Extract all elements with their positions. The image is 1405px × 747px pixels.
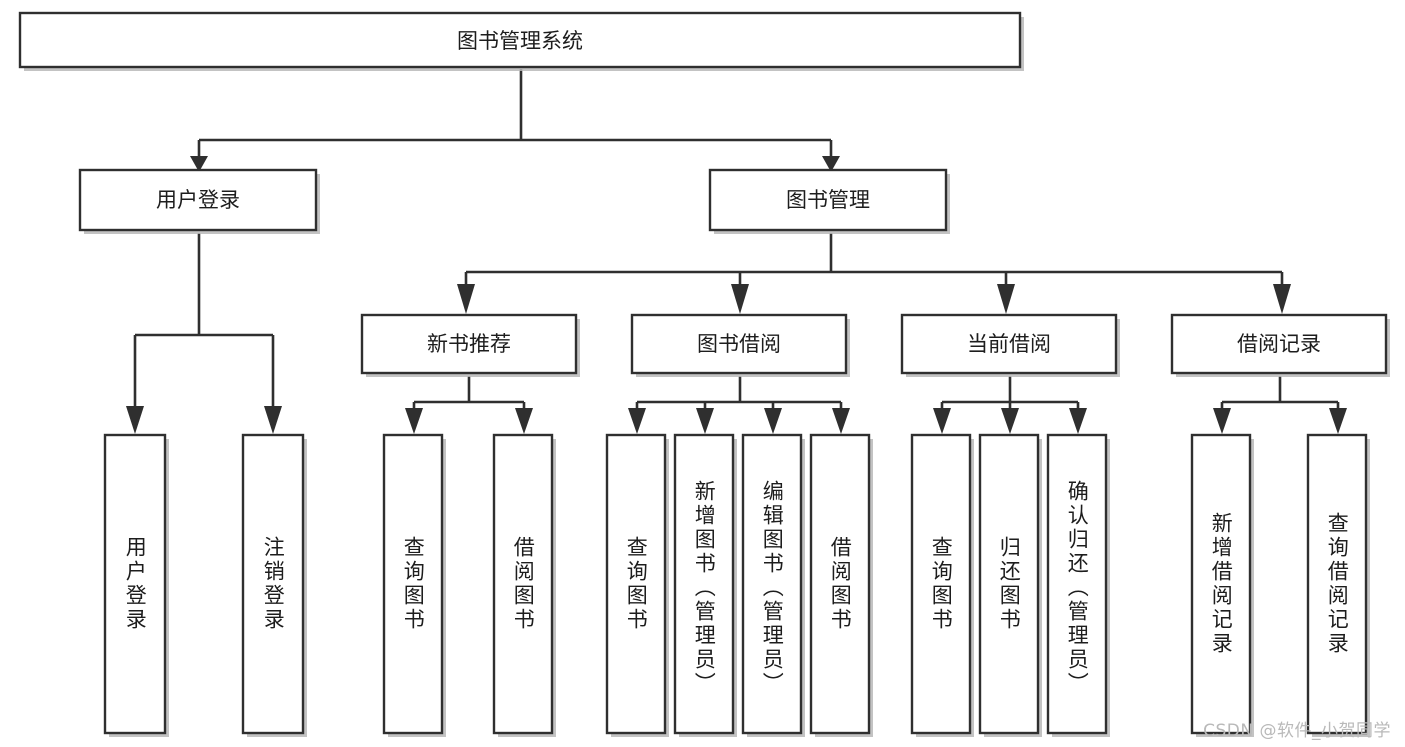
node-book-borrow-label: 图书借阅 [697, 332, 781, 356]
arrow-head-leaf-record-add [1213, 408, 1231, 434]
arrow-head-leaf-rec-query-book [405, 408, 423, 434]
node-user-login[interactable]: 用户登录 [78, 168, 320, 234]
node-new-book-rec[interactable]: 新书推荐 [360, 313, 580, 377]
node-current-borrow-box[interactable] [900, 313, 1118, 375]
node-book-manage-box[interactable] [708, 168, 948, 232]
node-new-book-rec-label: 新书推荐 [427, 332, 511, 356]
connector-group [126, 69, 1347, 434]
arrow-head-leaf-borrow-edit-book [764, 408, 782, 434]
leaf-node-group [103, 433, 1370, 737]
leaf-borrow-edit-book-box[interactable] [741, 433, 803, 735]
node-borrow-record[interactable]: 借阅记录 [1170, 313, 1390, 377]
arrow-head-borrow-record [1273, 284, 1291, 314]
arrow-head-leaf-user-login [126, 406, 144, 434]
node-book-borrow[interactable]: 图书借阅 [630, 313, 850, 377]
arrow-head-leaf-borrow-add-book [696, 408, 714, 434]
arrow-head-leaf-current-confirm-return [1069, 408, 1087, 434]
node-book-manage-label: 图书管理 [786, 188, 870, 212]
node-borrow-record-label: 借阅记录 [1237, 332, 1321, 356]
arrow-head-leaf-user-logout [264, 406, 282, 434]
leaf-current-query-book-box[interactable] [910, 433, 972, 735]
arrow-head-user-login [190, 156, 208, 172]
node-current-borrow[interactable]: 当前借阅 [900, 313, 1120, 377]
arrow-head-leaf-rec-borrow-book [515, 408, 533, 434]
leaf-borrow-add-book-box[interactable] [673, 433, 735, 735]
node-root-box[interactable] [18, 11, 1022, 69]
leaf-current-return-book-box[interactable] [978, 433, 1040, 735]
arrow-head-new-book-rec [457, 284, 475, 314]
leaf-record-query-box[interactable] [1306, 433, 1368, 735]
leaf-record-add-box[interactable] [1190, 433, 1252, 735]
arrow-head-leaf-current-query-book [933, 408, 951, 434]
node-book-manage[interactable]: 图书管理 [708, 168, 950, 234]
arrow-head-book-manage [822, 156, 840, 172]
leaf-borrow-query-book-box[interactable] [605, 433, 667, 735]
node-borrow-record-box[interactable] [1170, 313, 1388, 375]
leaf-current-confirm-return-box[interactable] [1046, 433, 1108, 735]
leaf-user-login-box[interactable] [103, 433, 167, 735]
arrow-head-leaf-borrow-borrow-book [832, 408, 850, 434]
node-user-login-label: 用户登录 [156, 188, 240, 212]
arrow-head-leaf-record-query [1329, 408, 1347, 434]
leaf-rec-borrow-book-box[interactable] [492, 433, 554, 735]
arrow-head-leaf-current-return-book [1001, 408, 1019, 434]
node-new-book-rec-box[interactable] [360, 313, 578, 375]
arrow-head-current-borrow [997, 284, 1015, 314]
arrow-head-leaf-borrow-query-book [628, 408, 646, 434]
node-root[interactable]: 图书管理系统 [18, 11, 1024, 71]
arrow-head-book-borrow [731, 284, 749, 314]
csdn-watermark: CSDN @软件_小贺同学 [1203, 721, 1391, 741]
node-current-borrow-label: 当前借阅 [967, 332, 1051, 356]
leaf-rec-query-book-box[interactable] [382, 433, 444, 735]
leaf-user-logout-box[interactable] [241, 433, 305, 735]
node-user-login-box[interactable] [78, 168, 318, 232]
leaf-borrow-borrow-book-box[interactable] [809, 433, 871, 735]
node-root-label: 图书管理系统 [457, 29, 583, 53]
node-book-borrow-box[interactable] [630, 313, 848, 375]
